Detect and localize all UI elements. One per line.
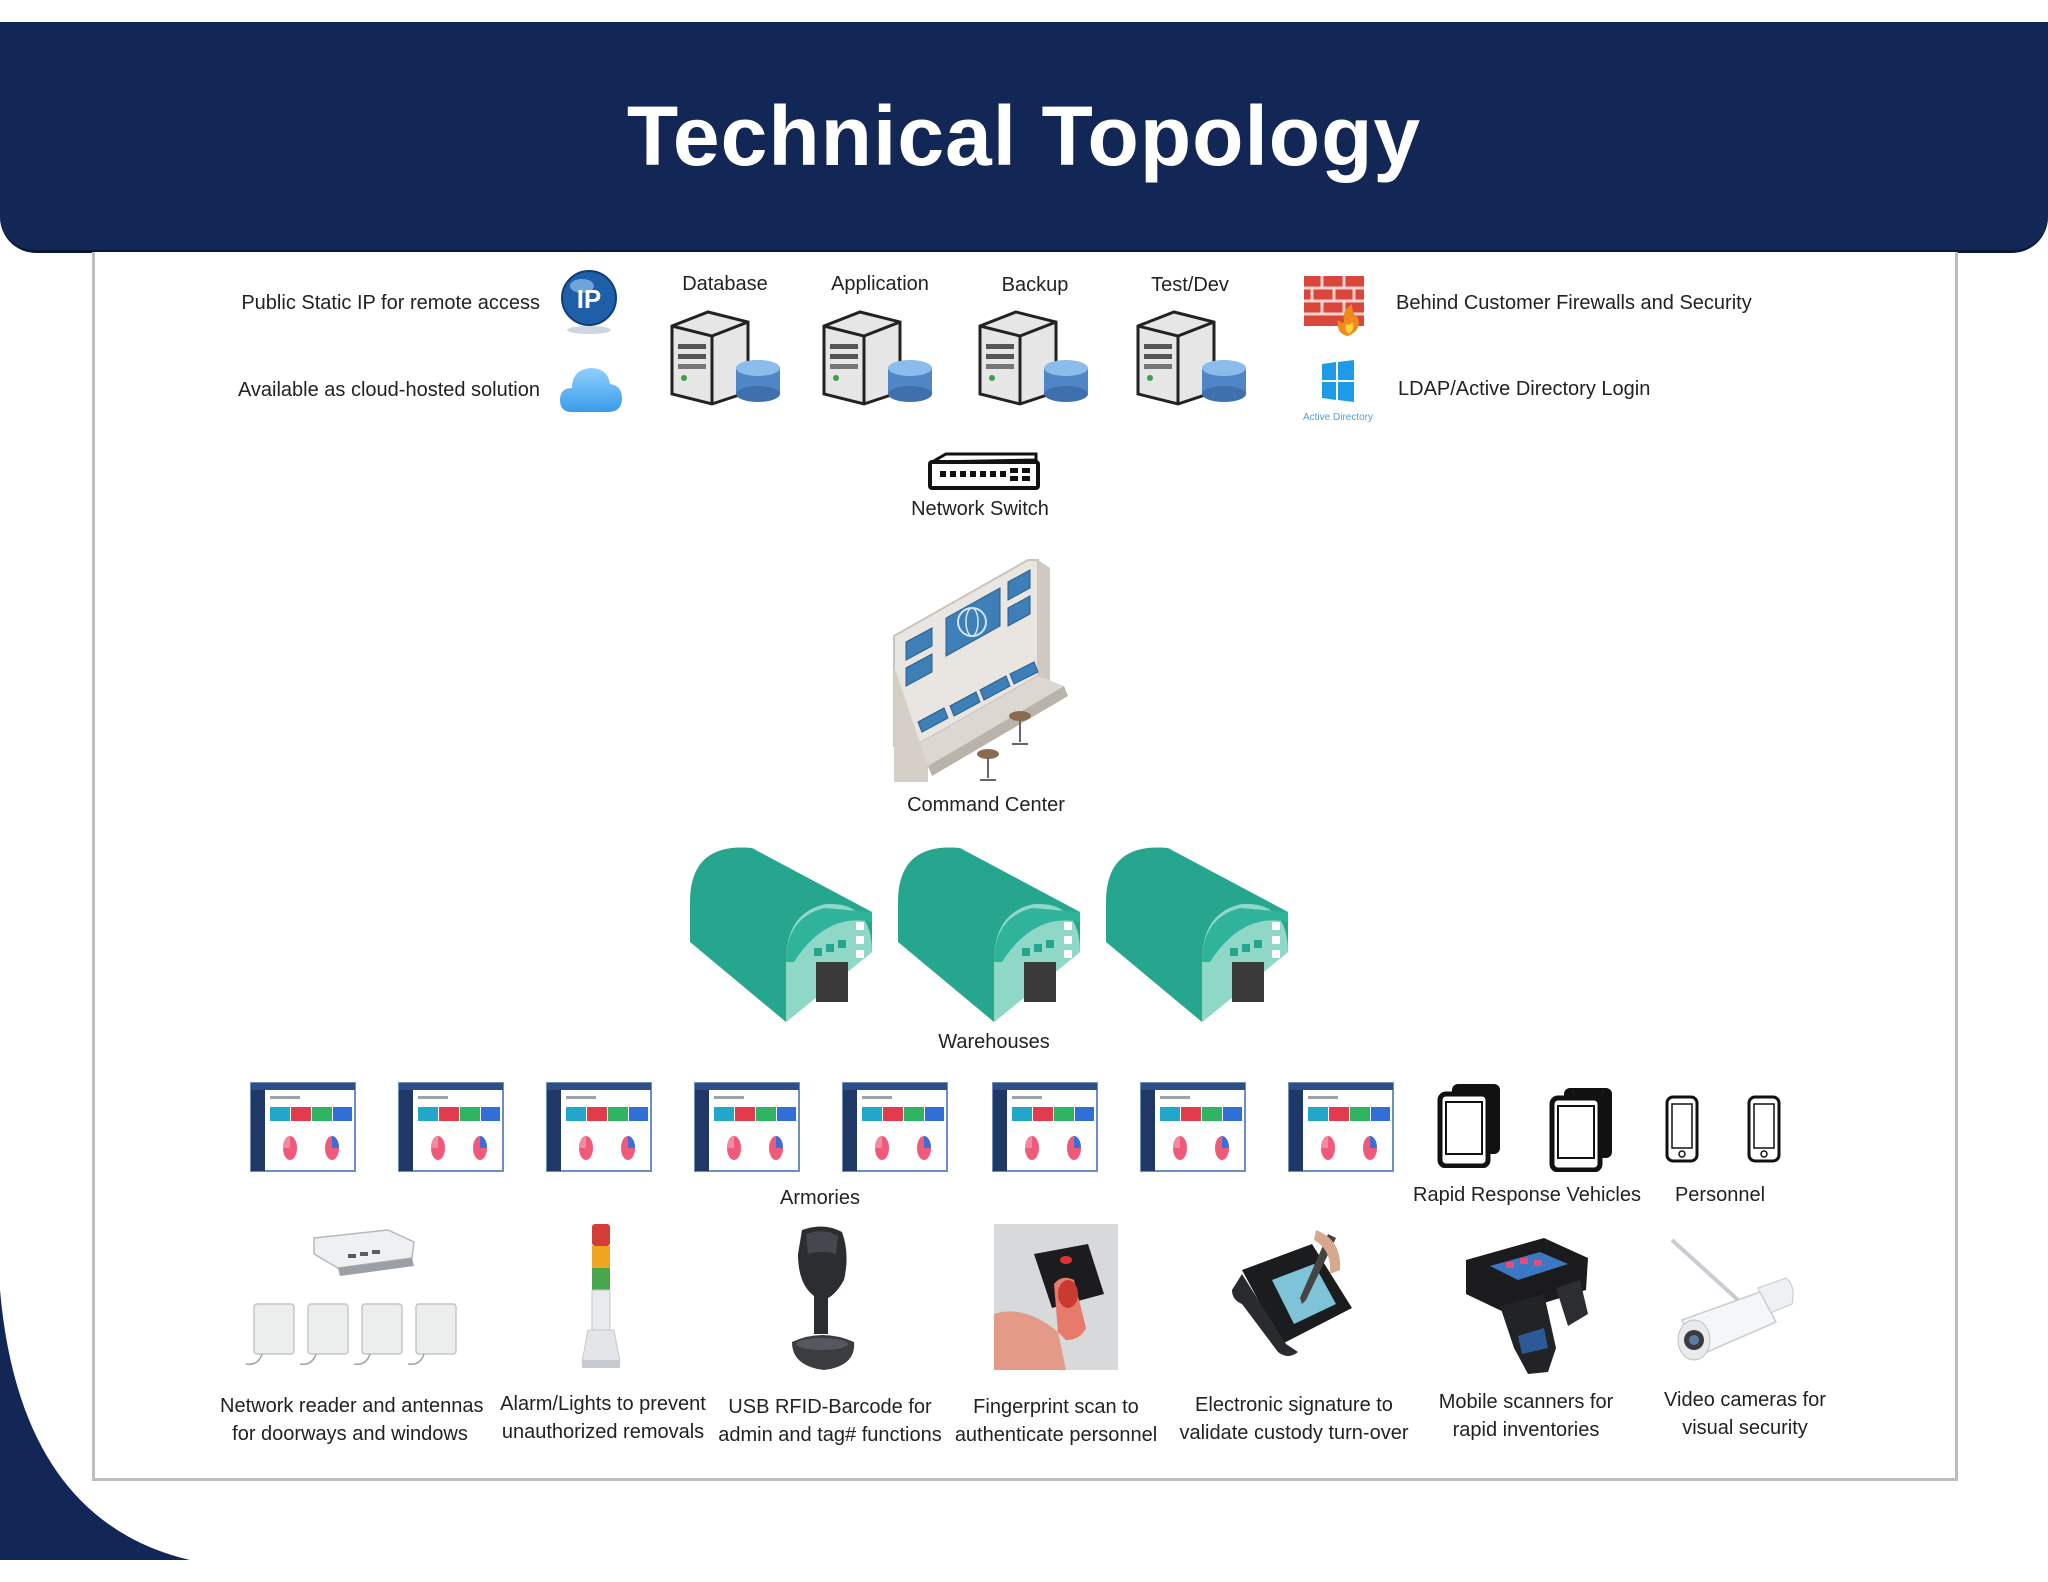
server-label-test-dev: Test/Dev [1151,274,1229,296]
warehouse-icon [898,847,1080,1022]
armory-dashboard-icon [694,1082,800,1172]
armory-dashboard-icon [842,1082,948,1172]
rfid-reader-antennas-icon [245,1229,457,1366]
device-caption-line1: USB RFID-Barcode for [728,1396,932,1418]
ip-globe-icon: IP [561,270,617,334]
device-caption-line2: admin and tag# functions [718,1424,942,1446]
ldap-label: LDAP/Active Directory Login [1398,378,1651,400]
server-label-application: Application [831,273,929,295]
server-icon-application [822,310,932,406]
device-caption-line2: validate custody turn-over [1179,1422,1409,1444]
warehouses-label: Warehouses [938,1031,1050,1053]
server-icon-backup [978,310,1088,406]
device-caption-line1: Video cameras for [1664,1389,1826,1411]
mobile-scanner-icon [1466,1238,1588,1374]
device-caption: Video cameras for visual security [1615,1386,1875,1442]
server-label-backup: Backup [1001,274,1069,296]
active-directory-caption: Active Directory [1303,412,1373,423]
svg-text:IP: IP [577,284,602,314]
personnel-label: Personnel [1674,1184,1766,1206]
cloud-icon [560,368,622,412]
warehouse-icon [690,847,872,1022]
device-caption-line2: visual security [1682,1417,1808,1439]
firewall-icon [1304,276,1364,336]
device-caption: Mobile scanners for rapid inventories [1396,1388,1656,1444]
device-caption: Alarm/Lights to prevent unauthorized remo… [473,1390,733,1446]
firewall-label: Behind Customer Firewalls and Security [1396,292,1752,314]
server-icon-test-dev [1136,310,1246,406]
device-caption-line1: Fingerprint scan to [973,1396,1139,1418]
warehouse-icon [1106,847,1288,1022]
device-caption-line2: unauthorized removals [501,1421,705,1443]
device-caption-line2: authenticate personnel [954,1424,1158,1446]
armory-dashboard-icon [546,1082,652,1172]
cloud-label: Available as cloud-hosted solution [237,379,540,401]
armories-label: Armories [779,1187,860,1209]
device-caption-line2: rapid inventories [1452,1419,1600,1441]
page-title: Technical Topology [626,88,1422,183]
phone-icon [1665,1095,1699,1163]
device-caption-line1: Electronic signature to [1195,1394,1393,1416]
network-switch-icon [928,452,1040,490]
video-camera-icon [1670,1238,1794,1361]
device-caption: Fingerprint scan to authenticate personne… [926,1393,1186,1449]
armory-dashboard-icon [398,1082,504,1172]
title-banner: Technical Topology [0,22,2048,253]
signature-pad-icon [1232,1230,1352,1356]
device-caption: USB RFID-Barcode for admin and tag# funct… [700,1393,960,1449]
active-directory-icon: Active Directory [1303,360,1373,423]
tablet-icon [1437,1084,1500,1168]
server-icon-database [670,310,780,406]
device-caption-line1: Network reader and antennas [220,1395,484,1417]
tablet-icon [1549,1088,1612,1172]
command-center-label: Command Center [907,794,1065,816]
alarm-light-tower-icon [581,1224,621,1368]
device-caption: Network reader and antennas for doorways … [220,1392,484,1448]
device-caption: Electronic signature to validate custody … [1164,1391,1424,1447]
vehicles-label: Rapid Response Vehicles [1413,1184,1641,1206]
armory-dashboard-icon [250,1082,356,1172]
server-label-database: Database [682,273,768,295]
armory-dashboard-icon [1288,1082,1394,1172]
network-switch-label: Network Switch [911,498,1049,520]
device-caption-line2: for doorways and windows [232,1423,468,1445]
device-caption-line1: Mobile scanners for [1438,1391,1614,1413]
fingerprint-scanner-icon [994,1224,1118,1370]
command-center-icon [893,559,1068,782]
ip-label: Public Static IP for remote access [241,292,540,314]
armory-dashboard-icon [1140,1082,1246,1172]
phone-icon [1747,1095,1781,1163]
device-caption-line1: Alarm/Lights to prevent [500,1393,706,1415]
barcode-scanner-icon [792,1226,855,1370]
armory-dashboard-icon [992,1082,1098,1172]
